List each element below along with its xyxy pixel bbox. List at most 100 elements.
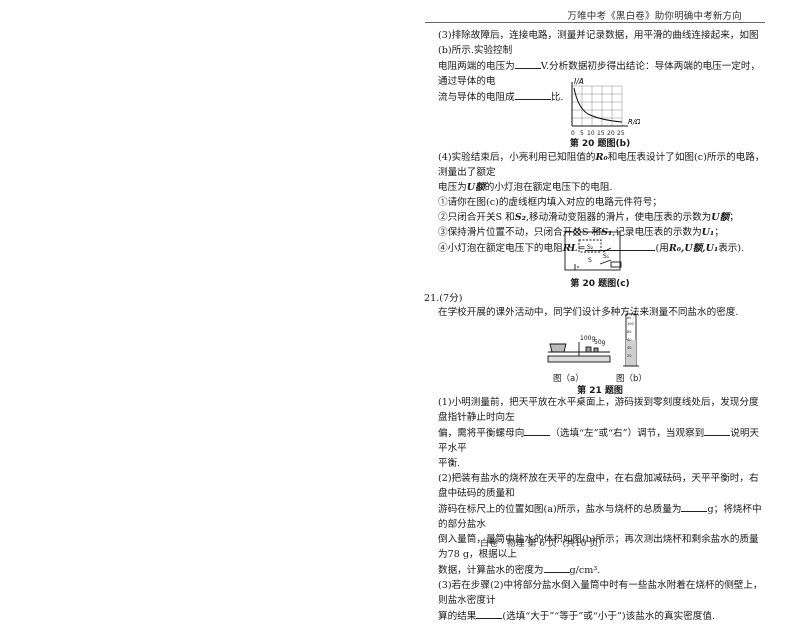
switch-label: S₁ [603,253,610,260]
text: 电压为 [438,182,467,193]
header-rule [425,22,765,23]
text: ； [729,212,739,223]
q21-part1-line1: (1)小明测量前，把天平放在水平桌面上，游码拨到零刻度线处后，发现分度盘指针静止… [438,397,759,423]
text: 算的结果 [438,611,477,622]
q21-part1-line3: 平衡. [438,458,461,469]
q20-part3-line3: 流与导体的电阻成 比. [438,89,768,105]
q21-part2-line4: 数据，计算盐水的密度为 g/cm³. [438,562,768,578]
text: 数据，计算盐水的密度为 [438,565,544,576]
symbol: S₁ [601,227,613,238]
balance-base [547,355,611,363]
symbol: U₁ [701,227,715,238]
answer-blank[interactable] [585,240,656,251]
q20-part4-step4: ④小灯泡在额定电压下的电阻RL=(用R₀,U额,U₁表示). [438,240,768,256]
text: （选填“左”或“右”）调节，当观察到 [550,428,705,439]
symbol: U额 [711,212,730,223]
figure-label-a: 图（a） [553,374,584,384]
q20-part4-step1: ①请你在图(c)的虚线框内填入对应的电路元件符号； [438,197,662,208]
text: 21. [424,293,440,304]
x-tick: 0 [571,130,575,137]
cylinder-figure-b: ml 100 80 60 40 20 [623,313,639,367]
symbol: R₀ [595,152,608,163]
graph-b: I/A 0 5 10 15 20 25 R/Ω [571,77,640,137]
page-footer: 白卷 · 物理 第 6 页（共10 页） [480,539,608,549]
text: ③保持滑片位置不动，只闭合开关S 和 [438,227,602,238]
answer-blank[interactable] [543,562,570,573]
text: ,移动滑动变阻器的滑片，使电压表的示数为 [525,212,712,223]
x-tick: 5 [580,130,584,137]
graph-grid [572,85,623,126]
text: 偏，需将平衡螺母向 [438,428,525,439]
weight-icon [593,347,599,353]
q20-part4-step2: ②只闭合开关S 和S₂,移动滑动变阻器的滑片，使电压表的示数为U额； [438,210,768,225]
q20-part4-line2: 电压为U额的小灯泡在额定电压下的电阻. [438,180,768,195]
switch-label: S [588,257,592,264]
cylinder-tick: 100 [627,322,634,326]
weight-label: 100g [580,335,595,342]
cylinder-tick: 40 [627,346,631,350]
symbol: S₂ [514,212,526,223]
figure-label-b: 图（b） [616,374,647,384]
switch-label: S₂ [587,244,594,251]
x-tick: 20 [607,130,615,137]
q21-part2-line3: 倒入量筒，量筒中盐水的体积如图(b)所示；再次测出烧杯和剩余盐水的质量为78 g… [438,534,759,560]
q20-part4-line1: (4)实验结束后，小亮利用已知阻值的R₀和电压表设计了如图(c)所示的电路，测量… [438,150,768,180]
graph-curve [573,87,623,123]
text: 比. [550,92,564,103]
text: 流与导体的电阻成 [438,92,515,103]
answer-blank[interactable] [476,608,503,619]
weight-icon [585,346,592,353]
weight-label: 50g [594,339,606,346]
x-tick: 10 [587,130,595,137]
text: ②只闭合开关S 和 [438,212,515,223]
graph-y-label: I/A [574,77,584,86]
text: (用 [655,243,669,254]
answer-blank[interactable] [704,425,731,436]
figure-caption-c: 第 20 题图(c) [570,279,630,289]
symbol: U额 [466,182,485,193]
dashed-box [578,239,602,253]
text: 电阻两端的电压为 [438,61,515,72]
q21-part1-line2: 偏，需将平衡螺母向（选填“左”或“右”）调节，当观察到说明天平水平 [438,425,768,456]
q20-part4-step3: ③保持滑片位置不动，只闭合开关S 和S₁,记录电压表的示数为U₁； [438,225,768,240]
text: 的小灯泡在额定电压下的电阻. [484,182,613,193]
rheostat-icon [610,261,622,268]
text: 表示). [718,243,745,254]
answer-blank[interactable] [514,89,551,100]
text: g/cm³. [569,565,601,576]
figure-caption-21: 第 21 题图 [577,386,623,396]
q21-intro-text: 在学校开展的课外活动中，同学们设计多种方法来测量不同盐水的密度. [438,307,739,318]
x-tick: 25 [617,130,625,137]
text: ④小灯泡在额定电压下的电阻 [438,243,563,254]
answer-blank[interactable] [524,425,551,436]
cylinder-tick: 20 [627,354,631,358]
q21-number: 21.(7分) [424,290,462,304]
header-series-text: 万唯中考《黑白卷》助你明确中考新方向 [567,11,742,22]
text: ,记录电压表的示数为 [612,227,702,238]
text: (选填“大于”“等于”或“小于”)该盐水的真实密度值. [502,611,716,622]
balance-figure-a: 100g 50g [547,335,611,363]
text: 游码在标尺上的位置如图(a)所示，盐水与烧杯的总质量为 [438,504,682,515]
q21-intro: 在学校开展的课外活动中，同学们设计多种方法来测量不同盐水的密度. [438,305,768,320]
answer-blank[interactable] [681,501,708,512]
beaker-icon [549,343,567,353]
q21-part3-line1: (3)若在步骤(2)中将部分盐水倒入量筒中时有一些盐水附着在烧杯的侧壁上，则盐水… [438,580,763,606]
text: ； [714,227,724,238]
figure-caption-b: 第 20 题图(b) [569,139,631,149]
graph-x-label: R/Ω [628,118,640,126]
text: g；将烧杯中的部分盐水 [438,504,762,530]
liquid-level [626,340,636,366]
text: (4)实验结束后，小亮利用已知阻值的 [438,152,596,163]
circuit-diagram-c: L S₂ S S₁ [564,228,622,271]
q21-part2-line1: (2)把装有盐水的烧杯放在天平的左盘中，在右盘加减砝码，天平平衡时，右盘中砝码的… [438,473,759,499]
answer-blank[interactable] [514,58,541,69]
text: (7分) [439,293,463,304]
q20-part3-line1: (3)排除故障后，连接电路，测量并记录数据，用平滑的曲线连接起来，如图(b)所示… [438,30,759,56]
text: 和电压表设计了如图(c)所示的电路，测量出了额定 [438,152,765,178]
lamp-label: L [569,243,573,250]
text: = [577,243,586,254]
exam-page: 万唯中考《黑白卷》助你明确中考新方向 (3)排除故障后，连接电路，测量并记录数据… [424,11,768,622]
q20-part4: (4)实验结束后，小亮利用已知阻值的R₀和电压表设计了如图(c)所示的电路，测量… [438,150,768,256]
